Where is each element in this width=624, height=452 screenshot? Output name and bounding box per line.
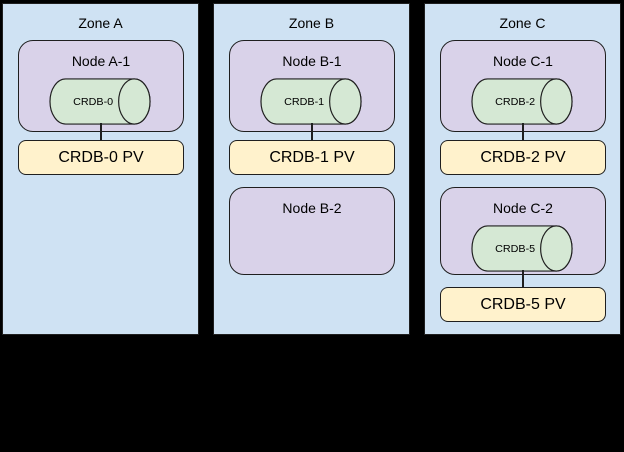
- node-b2-title: Node B-2: [282, 200, 342, 216]
- zone-c-title: Zone C: [499, 15, 546, 31]
- node-b1: Node B-1 CRDB-1: [229, 40, 395, 132]
- crdb-5-pod-label: CRDB-5: [495, 243, 535, 255]
- node-c2-pv-connector-line: [522, 270, 524, 288]
- crdb-0-pv-box: CRDB-0 PV: [18, 140, 184, 175]
- node-a1: Node A-1 CRDB-0: [18, 40, 184, 132]
- node-a1-title: Node A-1: [71, 53, 131, 69]
- crdb-0-pv-label: CRDB-0 PV: [58, 148, 144, 166]
- node-b1-pv-connector-line: [311, 123, 313, 141]
- crdb-5-pv-box: CRDB-5 PV: [440, 287, 606, 322]
- crdb-0-pod-label: CRDB-0: [73, 96, 113, 108]
- crdb-1-pod-cylinder-icon: CRDB-1: [260, 78, 362, 125]
- zone-c: Zone C Node C-1 CRDB-2 CRDB-2 PV Node C-…: [424, 3, 621, 335]
- node-c1: Node C-1 CRDB-2: [440, 40, 606, 132]
- crdb-1-pod-label: CRDB-1: [284, 96, 324, 108]
- crdb-5-pv-label: CRDB-5 PV: [480, 295, 566, 313]
- node-c2-title: Node C-2: [493, 200, 553, 216]
- crdb-2-pod-label: CRDB-2: [495, 96, 535, 108]
- crdb-2-pod-cylinder-icon: CRDB-2: [471, 78, 573, 125]
- zone-a-title: Zone A: [78, 15, 123, 31]
- zone-b-title: Zone B: [288, 15, 335, 31]
- zone-b: Zone B Node B-1 CRDB-1 CRDB-1 PV Node B-…: [213, 3, 410, 335]
- node-c1-pv-connector-line: [522, 123, 524, 141]
- crdb-2-pv-label: CRDB-2 PV: [480, 148, 566, 166]
- crdb-0-pod-cylinder-icon: CRDB-0: [49, 78, 151, 125]
- crdb-1-pv-label: CRDB-1 PV: [269, 148, 355, 166]
- zone-a: Zone A Node A-1 CRDB-0 CRDB-0 PV: [2, 3, 199, 335]
- node-c1-title: Node C-1: [493, 53, 553, 69]
- node-b2: Node B-2: [229, 187, 395, 275]
- node-c2: Node C-2 CRDB-5: [440, 187, 606, 275]
- crdb-2-pv-box: CRDB-2 PV: [440, 140, 606, 175]
- crdb-5-pod-cylinder-icon: CRDB-5: [471, 225, 573, 272]
- crdb-1-pv-box: CRDB-1 PV: [229, 140, 395, 175]
- node-b1-title: Node B-1: [282, 53, 342, 69]
- node-a1-pv-connector-line: [100, 123, 102, 141]
